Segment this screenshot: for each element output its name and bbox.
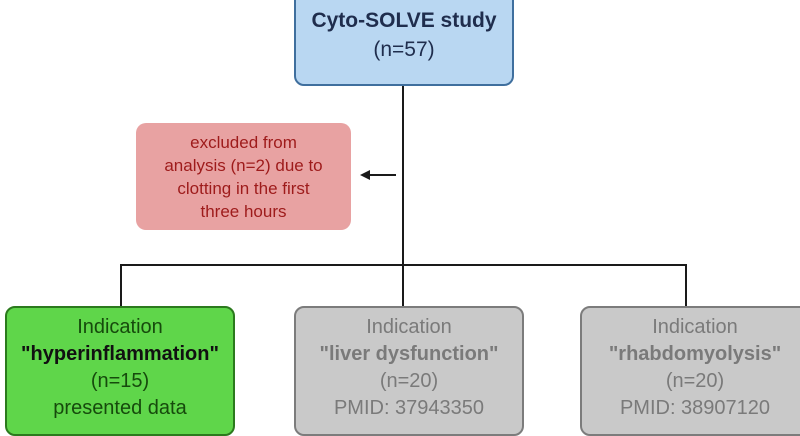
branch-connector-middle	[402, 264, 404, 306]
study-title: Cyto-SOLVE study	[311, 9, 497, 32]
branch-connector-left	[120, 264, 122, 306]
indication-label: Indication	[366, 316, 452, 338]
excluded-line-4: three hours	[200, 202, 287, 221]
study-box: Cyto-SOLVE study (n=57)	[294, 0, 514, 86]
indication-label: Indication	[652, 316, 738, 338]
indication-box-liver-dysfunction: Indication "liver dysfunction" (n=20) PM…	[294, 306, 524, 436]
indication-name: "hyperinflammation"	[21, 343, 219, 365]
indication-note: PMID: 38907120	[619, 397, 771, 419]
exclusion-arrow-shaft	[368, 174, 396, 176]
indication-name: "rhabdomyolysis"	[608, 343, 782, 365]
study-count: (n=57)	[373, 38, 435, 61]
excluded-line-3: clotting in the first	[177, 179, 310, 198]
indication-note: presented data	[53, 397, 187, 419]
indication-count: (n=20)	[665, 370, 725, 392]
excluded-box: excluded from analysis (n=2) due to clot…	[136, 123, 351, 230]
indication-name: "liver dysfunction"	[319, 343, 499, 365]
exclusion-arrow-head	[360, 170, 370, 180]
main-vertical-connector	[402, 86, 404, 266]
excluded-line-1: excluded from	[190, 133, 297, 152]
excluded-line-2: analysis (n=2) due to	[164, 156, 323, 175]
indication-count: (n=15)	[90, 370, 150, 392]
indication-count: (n=20)	[379, 370, 439, 392]
indication-label: Indication	[77, 316, 163, 338]
branch-connector-right	[685, 264, 687, 306]
indication-box-hyperinflammation: Indication "hyperinflammation" (n=15) pr…	[5, 306, 235, 436]
indication-box-rhabdomyolysis: Indication "rhabdomyolysis" (n=20) PMID:…	[580, 306, 800, 436]
indication-note: PMID: 37943350	[333, 397, 485, 419]
